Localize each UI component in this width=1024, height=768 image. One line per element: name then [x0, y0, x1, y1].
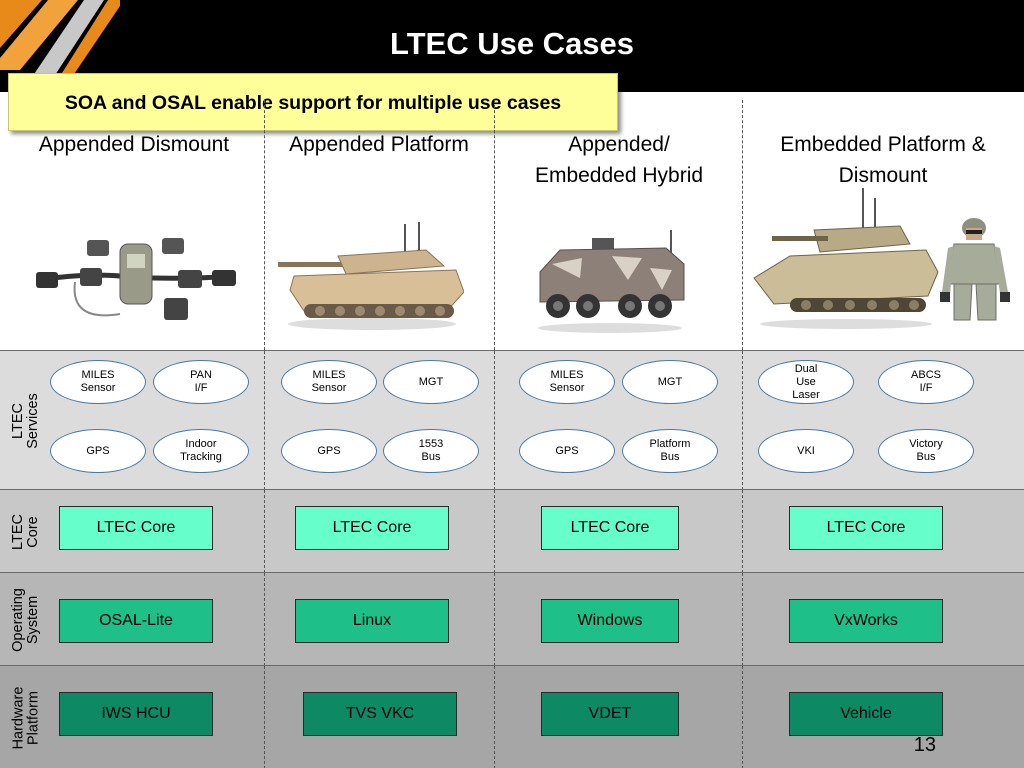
column-divider: [494, 666, 495, 768]
hardware-box: Vehicle: [789, 692, 943, 736]
column-divider: [742, 666, 743, 768]
service-abcs-if: ABCS I/F: [878, 360, 974, 404]
service-gps: GPS: [281, 429, 377, 473]
column-heading-1: Appended Dismount: [38, 133, 230, 156]
service-1553-bus: 1553 Bus: [383, 429, 479, 473]
service-indoor-tracking: Indoor Tracking: [153, 429, 249, 473]
hardware-box: TVS VKC: [303, 692, 457, 736]
column-divider: [742, 490, 743, 573]
band-hardware-platform: Hardware Platform IWS HCU TVS VKC VDET V…: [0, 665, 1024, 768]
band-ltec-services: LTEC Services MILES Sensor PAN I/F GPS I…: [0, 350, 1024, 490]
column-divider: [264, 666, 265, 768]
core-box: LTEC Core: [295, 506, 449, 550]
logo-stripes-graphic: [0, 0, 120, 92]
band-label-ltec-core: LTEC Core: [10, 513, 41, 550]
column-divider: [742, 573, 743, 666]
column-divider: [494, 573, 495, 666]
service-miles-sensor: MILES Sensor: [50, 360, 146, 404]
column-divider: [494, 351, 495, 490]
column-heading-2: Appended Platform: [289, 133, 469, 156]
column-divider: [494, 490, 495, 573]
service-mgt: MGT: [622, 360, 718, 404]
service-miles-sensor: MILES Sensor: [281, 360, 377, 404]
os-box: VxWorks: [789, 599, 943, 643]
core-box: LTEC Core: [789, 506, 943, 550]
service-miles-sensor: MILES Sensor: [519, 360, 615, 404]
column-divider: [494, 100, 495, 350]
column-divider: [264, 351, 265, 490]
column-divider: [742, 100, 743, 350]
callout-text: SOA and OSAL enable support for multiple…: [64, 92, 562, 114]
service-victory-bus: Victory Bus: [878, 429, 974, 473]
stryker-vehicle-image: [538, 230, 685, 333]
service-mgt: MGT: [383, 360, 479, 404]
band-ltec-core: LTEC Core LTEC Core LTEC Core LTEC Core …: [0, 489, 1024, 573]
column-heading-4: Embedded Platform & Dismount: [780, 133, 986, 187]
service-pan-if: PAN I/F: [153, 360, 249, 404]
dismount-sensor-kit-image: [36, 238, 236, 320]
embedded-platform-vehicle-image: [753, 188, 939, 329]
soldier-image: [940, 218, 1010, 321]
service-gps: GPS: [50, 429, 146, 473]
service-vki: VKI: [758, 429, 854, 473]
hardware-box: VDET: [541, 692, 679, 736]
hardware-box: IWS HCU: [59, 692, 213, 736]
column-heading-3: Appended/ Embedded Hybrid: [534, 133, 704, 187]
core-box: LTEC Core: [541, 506, 679, 550]
os-box: Windows: [541, 599, 679, 643]
column-divider: [264, 100, 265, 350]
column-divider: [264, 573, 265, 666]
abrams-tank-image: [278, 222, 464, 330]
callout-note: SOA and OSAL enable support for multiple…: [8, 73, 618, 131]
column-divider: [264, 490, 265, 573]
column-divider: [742, 351, 743, 490]
band-operating-system: Operating System OSAL-Lite Linux Windows…: [0, 572, 1024, 666]
page-title: LTEC Use Cases: [389, 26, 635, 61]
band-label-ltec-services: LTEC Services: [10, 392, 42, 449]
band-label-operating-system: Operating System: [10, 587, 41, 652]
page-number: 13: [913, 734, 936, 756]
band-label-hardware-platform: Hardware Platform: [10, 686, 42, 749]
service-dual-use-laser: Dual Use Laser: [758, 360, 854, 404]
service-gps: GPS: [519, 429, 615, 473]
service-platform-bus: Platform Bus: [622, 429, 718, 473]
core-box: LTEC Core: [59, 506, 213, 550]
os-box: OSAL-Lite: [59, 599, 213, 643]
os-box: Linux: [295, 599, 449, 643]
